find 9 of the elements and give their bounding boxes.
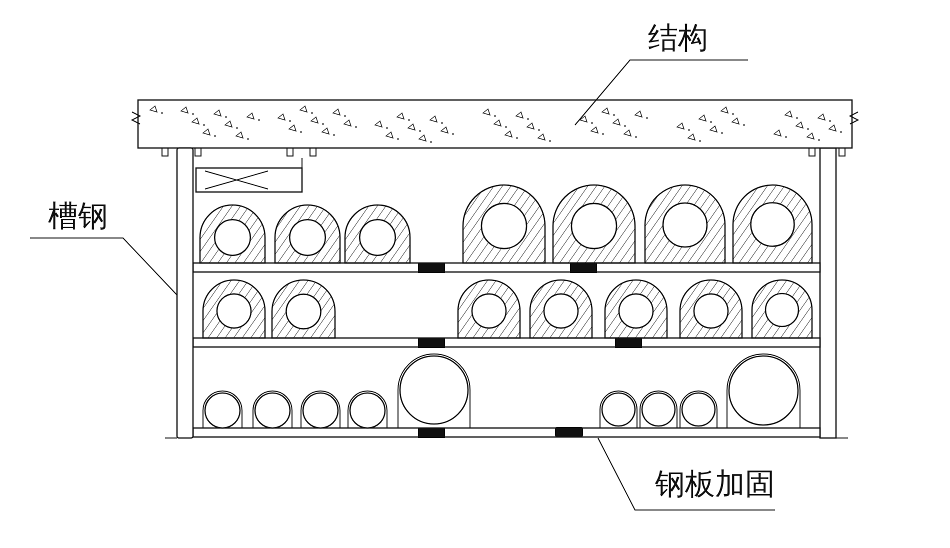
channel-steel-label: 槽钢 [48,200,108,234]
steel-plate-label: 钢板加固 [655,468,775,502]
leader-line [598,438,776,510]
concrete-slab [130,99,860,149]
channel-steel-post [176,147,194,439]
structure-label: 结构 [648,22,708,56]
leader-line [574,60,748,126]
steel-plate [555,427,583,437]
leader-line [30,238,178,296]
